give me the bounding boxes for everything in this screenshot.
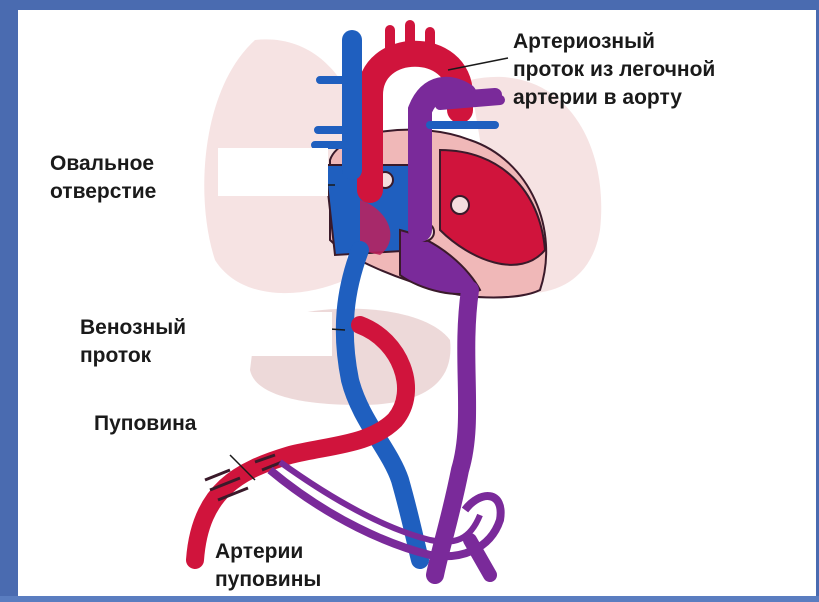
label-line: Артериозный [513,28,715,56]
label-foramen-ovale: Овальное отверстие [50,150,156,206]
label-line: пуповины [215,566,321,594]
label-line: артерии в аорту [513,84,715,112]
label-mask-foramen [218,148,328,196]
label-line: проток из легочной [513,56,715,84]
diagram-frame: Артериозный проток из легочной артерии в… [18,10,816,602]
label-umbilical-arteries: Артерии пуповины [215,538,321,594]
label-ductus-arteriosus: Артериозный проток из легочной артерии в… [513,28,715,112]
label-line: Овальное [50,150,156,178]
label-mask-venous [240,312,332,356]
label-line: проток [80,342,186,370]
label-line: отверстие [50,178,156,206]
label-umbilical-cord: Пуповина [94,410,196,438]
label-line: Артерии [215,538,321,566]
label-line: Венозный [80,314,186,342]
bottom-border [0,596,819,602]
label-ductus-venosus: Венозный проток [80,314,186,370]
